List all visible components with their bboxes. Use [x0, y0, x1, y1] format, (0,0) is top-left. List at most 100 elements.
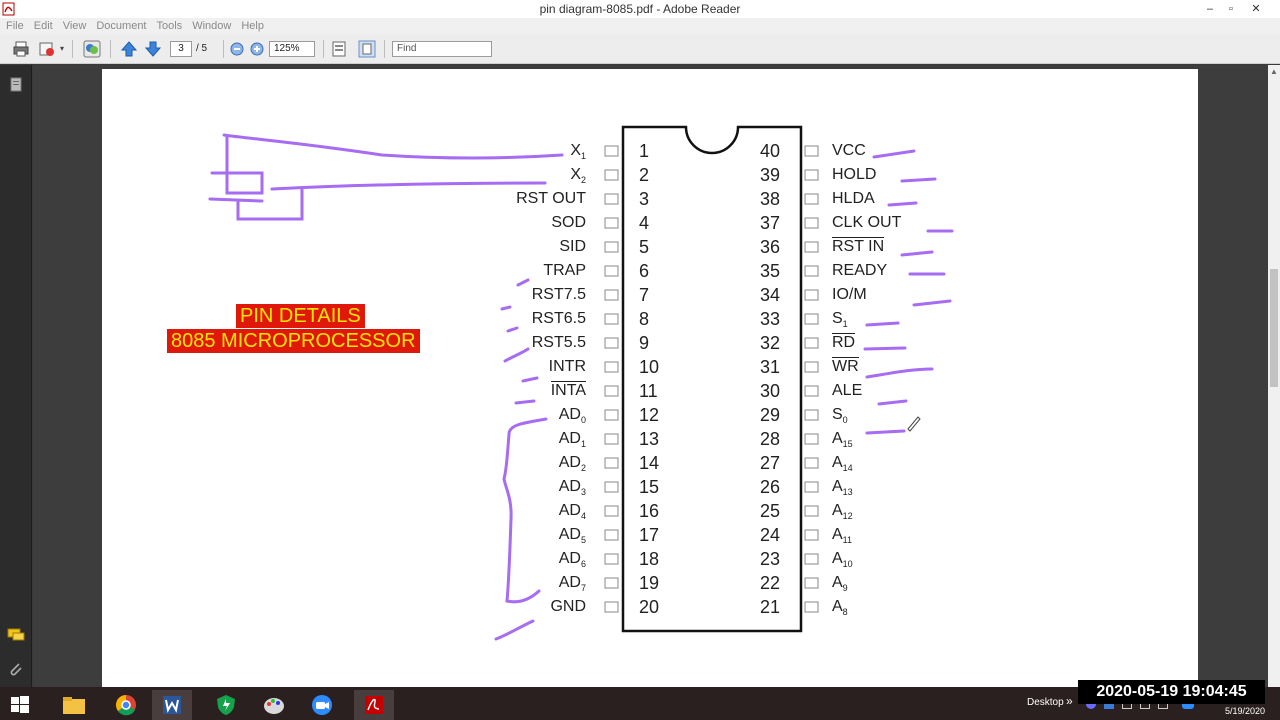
pin-subscript: 4	[580, 511, 586, 522]
pin-box	[804, 601, 819, 613]
pin-name: AD	[558, 430, 581, 447]
page-number-input[interactable]: 3	[170, 41, 192, 57]
toolbar-separator	[223, 40, 224, 58]
right-pin-label: READY	[832, 262, 887, 280]
pages-panel-icon[interactable]	[6, 75, 26, 95]
minimize-button[interactable]: –	[1206, 3, 1214, 15]
left-pin-number: 4	[639, 213, 650, 233]
previous-page-icon[interactable]	[120, 40, 138, 58]
paint-taskbar-button[interactable]	[254, 690, 294, 720]
zoom-level-input[interactable]: 125%	[269, 41, 315, 57]
pin-name: SID	[559, 238, 586, 255]
right-pin-number: 36	[760, 237, 781, 257]
menu-bar: File Edit View Document Tools Window Hel…	[0, 18, 1280, 34]
fit-width-icon[interactable]	[358, 40, 376, 58]
right-pin-label: A13	[832, 478, 853, 501]
left-pin-label: RST7.5	[486, 286, 586, 304]
adobe-reader-taskbar-button[interactable]	[354, 690, 394, 720]
chevron-down-icon[interactable]: ▾	[60, 44, 65, 53]
banner-pin-details: PIN DETAILS	[236, 304, 365, 328]
menu-window[interactable]: Window	[192, 20, 232, 32]
pen-annotations	[208, 133, 954, 641]
right-pin-label: A14	[832, 454, 853, 477]
vertical-scrollbar[interactable]: ▲	[1268, 65, 1280, 687]
pin-subscript: 9	[842, 583, 848, 594]
pin-name: A	[832, 550, 843, 567]
annotation-iom	[912, 299, 952, 307]
menu-view[interactable]: View	[62, 20, 87, 32]
pin-name: RD	[832, 333, 856, 351]
pin-name: HLDA	[832, 190, 875, 207]
left-pin-number: 20	[639, 597, 660, 617]
chrome-icon	[116, 695, 136, 716]
left-pin-label: X1	[486, 142, 586, 165]
right-pin-number: 23	[760, 549, 781, 569]
zoom-in-icon[interactable]	[248, 40, 266, 58]
right-pin-number: 31	[760, 357, 781, 377]
pin-subscript: 2	[580, 175, 586, 186]
toolbar-separator	[72, 40, 73, 58]
pin-subscript: 0	[842, 415, 848, 426]
pin-name: X	[570, 166, 581, 183]
annotation-s1	[865, 321, 900, 327]
adobe-reader-icon	[2, 2, 15, 16]
close-button[interactable]: ✕	[1251, 3, 1261, 15]
pin-name: IO/M	[832, 286, 867, 303]
windows-start-button[interactable]	[0, 690, 40, 720]
tray-app-icon[interactable]	[1086, 699, 1096, 709]
menu-help[interactable]: Help	[241, 20, 264, 32]
collaborate-icon[interactable]	[83, 40, 101, 58]
shield-icon	[217, 695, 235, 715]
file-explorer-taskbar-button[interactable]	[54, 690, 94, 720]
print-icon[interactable]	[12, 40, 30, 58]
menu-tools[interactable]: Tools	[156, 20, 183, 32]
pin-box	[804, 337, 819, 349]
toolbar-expand-chevron-icon[interactable]: »	[1066, 694, 1073, 708]
page-total: / 5	[196, 43, 208, 54]
pin-subscript: 7	[580, 583, 586, 594]
right-pin-number: 22	[760, 573, 781, 593]
chrome-taskbar-button[interactable]	[106, 690, 146, 720]
security-app-taskbar-button[interactable]	[206, 690, 246, 720]
desktop-toolbar-label[interactable]: Desktop	[1027, 697, 1064, 708]
tray-network-icon[interactable]	[1104, 699, 1114, 709]
zoom-out-icon[interactable]	[228, 40, 246, 58]
pin-box	[604, 169, 619, 181]
pin-name: RST IN	[832, 237, 885, 255]
attach-email-icon[interactable]	[38, 40, 56, 58]
pin-name: RST7.5	[531, 286, 586, 303]
left-pin-label: AD0	[486, 406, 586, 429]
menu-edit[interactable]: Edit	[33, 20, 53, 32]
left-pin-number: 2	[639, 165, 650, 185]
pin-subscript: 3	[580, 487, 586, 498]
menu-document[interactable]: Document	[96, 20, 147, 32]
zoom-taskbar-button[interactable]	[302, 690, 342, 720]
next-page-icon[interactable]	[144, 40, 162, 58]
pin-name: HOLD	[832, 166, 877, 183]
pin-name: A	[832, 454, 843, 471]
taskbar-date[interactable]: 5/19/2020	[1225, 706, 1266, 716]
pin-subscript: 1	[580, 439, 586, 450]
annotation-crystal-symbol	[208, 135, 304, 221]
pin-box	[604, 601, 619, 613]
tray-zoom-icon[interactable]	[1182, 699, 1194, 709]
restore-button[interactable]: ▫	[1229, 3, 1233, 15]
find-input[interactable]: Find	[392, 41, 492, 57]
right-pin-number: 39	[760, 165, 781, 185]
pin-box	[604, 337, 619, 349]
word-taskbar-button[interactable]	[152, 690, 192, 720]
attachments-icon[interactable]	[6, 659, 26, 679]
scroll-up-icon[interactable]: ▲	[1270, 67, 1278, 76]
left-pin-number: 16	[639, 501, 660, 521]
scrollbar-thumb[interactable]	[1270, 269, 1278, 387]
pin-diagram	[208, 125, 954, 641]
navigation-pane	[0, 65, 32, 687]
fit-page-icon[interactable]	[330, 40, 348, 58]
right-pin-number: 32	[760, 333, 781, 353]
pin-box	[804, 553, 819, 565]
left-pin-label: INTR	[486, 358, 586, 376]
menu-file[interactable]: File	[6, 20, 24, 32]
annotation-gnd	[494, 619, 535, 641]
right-pin-label: A15	[832, 430, 853, 453]
comments-icon[interactable]	[6, 625, 26, 645]
